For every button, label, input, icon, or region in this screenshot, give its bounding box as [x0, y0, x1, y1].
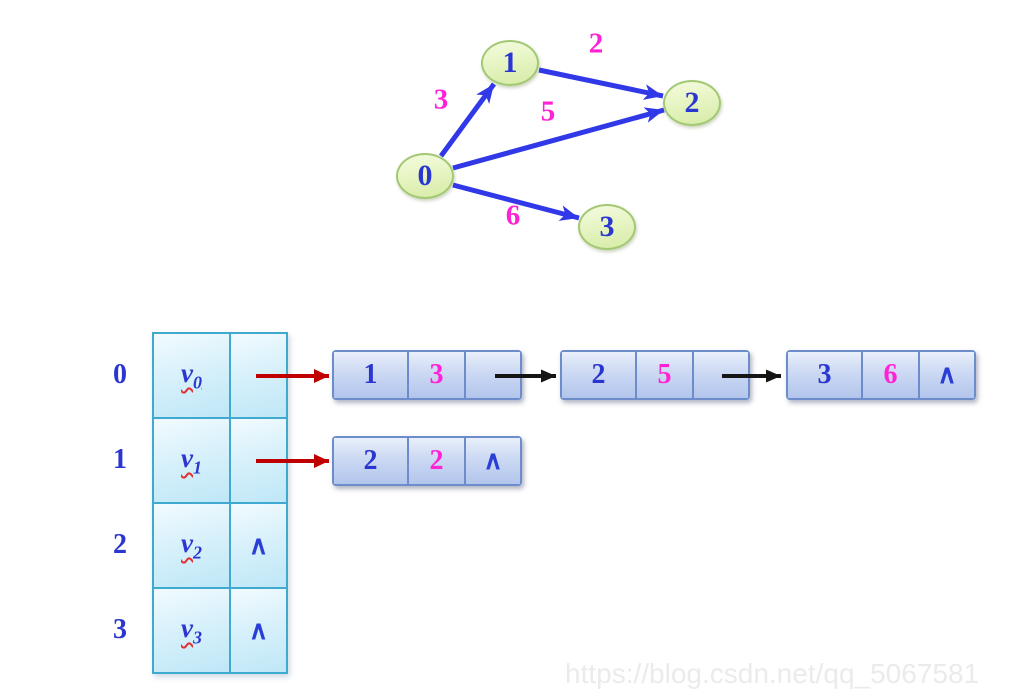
- list-weight-cell: 6: [861, 350, 920, 400]
- edge-weight-label-1-2: 2: [588, 27, 604, 60]
- array-vertex-cell-3: v3: [152, 587, 231, 674]
- edge-weight-label-0-3: 6: [505, 199, 521, 232]
- vertex-label-v2: v2: [181, 528, 202, 563]
- graph-node-label: 2: [684, 86, 700, 119]
- list-next-cell: [692, 350, 750, 400]
- array-vertex-cell-2: v2: [152, 502, 231, 589]
- list-weight-cell: 2: [407, 436, 466, 486]
- list-node-row0-1: 2 5: [560, 350, 750, 400]
- graph-node-label: 0: [417, 159, 433, 192]
- vertex-subscript: 1: [192, 457, 202, 478]
- adjacency-array: v0 v1 v2 ∧ v3 ∧: [152, 332, 288, 674]
- vertex-base: v: [181, 442, 193, 473]
- array-pointer-cell-1: [229, 417, 288, 504]
- null-symbol: ∧: [248, 530, 269, 560]
- list-vertex-cell: 3: [786, 350, 863, 400]
- list-node-row1-0: 2 2 ∧: [332, 436, 522, 486]
- vertex-base: v: [181, 527, 193, 558]
- vertex-subscript: 0: [192, 372, 202, 393]
- graph-edge-0-2: [452, 107, 665, 171]
- graph-node-2: 2: [663, 80, 721, 126]
- list-weight-cell: 3: [407, 350, 466, 400]
- null-symbol: ∧: [483, 446, 503, 475]
- array-pointer-cell-2: ∧: [229, 502, 288, 589]
- list-node-row0-0: 1 3: [332, 350, 522, 400]
- vertex-base: v: [181, 357, 193, 388]
- row-index-1: 1: [113, 444, 127, 475]
- array-vertex-cell-1: v1: [152, 417, 231, 504]
- edge-weight-label-0-2: 5: [540, 95, 556, 128]
- watermark: https://blog.csdn.net/qq_5067581: [565, 658, 980, 689]
- row-index-0: 0: [113, 359, 127, 390]
- null-symbol: ∧: [248, 615, 269, 645]
- graph-node-1: 1: [481, 40, 539, 86]
- vertex-label-v1: v1: [181, 443, 202, 478]
- graph-node-0: 0: [396, 153, 454, 199]
- graph-edge-1-2: [538, 67, 664, 100]
- list-vertex-cell: 2: [560, 350, 637, 400]
- graph-node-label: 1: [502, 46, 518, 79]
- vertex-subscript: 2: [192, 542, 202, 563]
- graph-node-label: 3: [599, 210, 615, 243]
- array-pointer-cell-3: ∧: [229, 587, 288, 674]
- list-vertex-cell: 1: [332, 350, 409, 400]
- vertex-base: v: [181, 612, 193, 643]
- list-node-row0-2: 3 6 ∧: [786, 350, 976, 400]
- vertex-label-v3: v3: [181, 613, 202, 648]
- array-pointer-cell-0: [229, 332, 288, 419]
- row-index-2: 2: [113, 529, 127, 560]
- list-vertex-cell: 2: [332, 436, 409, 486]
- vertex-subscript: 3: [192, 627, 202, 648]
- null-symbol: ∧: [937, 360, 957, 389]
- list-next-cell: [464, 350, 522, 400]
- row-index-3: 3: [113, 614, 127, 645]
- edge-weight-label-0-1: 3: [433, 83, 449, 116]
- list-weight-cell: 5: [635, 350, 694, 400]
- vertex-label-v0: v0: [181, 358, 202, 393]
- list-next-cell: ∧: [918, 350, 976, 400]
- array-vertex-cell-0: v0: [152, 332, 231, 419]
- list-next-cell: ∧: [464, 436, 522, 486]
- graph-node-3: 3: [578, 204, 636, 250]
- graph-edge-0-1: [438, 82, 497, 158]
